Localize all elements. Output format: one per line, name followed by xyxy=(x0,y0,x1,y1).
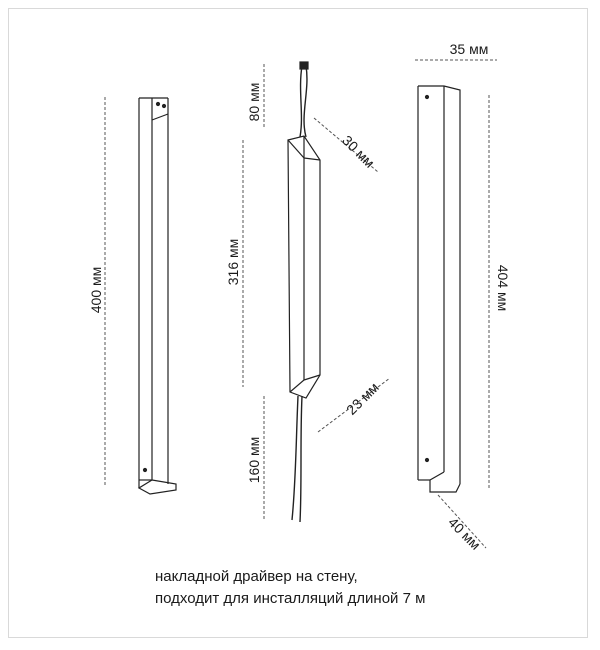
bottom-width-dimension-line xyxy=(317,377,391,433)
caption-line-2: подходит для инсталляций длиной 7 м xyxy=(155,590,426,607)
right-height-label: 404 мм xyxy=(495,265,511,312)
driver-top-width-label: 30 мм xyxy=(339,132,378,171)
cable-top-label: 80 мм xyxy=(246,83,262,122)
caption: накладной драйвер на стену, подходит для… xyxy=(155,566,425,610)
driver-unit xyxy=(242,61,391,523)
caption-line-1: накладной драйвер на стену, xyxy=(155,568,358,585)
right-top-width-label: 35 мм xyxy=(450,41,489,57)
left-profile xyxy=(104,97,177,495)
driver-length-label: 316 мм xyxy=(225,239,241,286)
drawing-frame xyxy=(8,8,588,638)
top-width-dimension-line xyxy=(313,117,379,173)
right-bottom-width-dimension-line xyxy=(437,494,487,549)
left-height-label: 400 мм xyxy=(88,267,104,314)
right-bottom-width-label: 40 мм xyxy=(445,514,484,553)
cable-bottom-label: 160 мм xyxy=(246,437,262,484)
driver-bottom-width-label: 23 мм xyxy=(343,379,382,418)
right-profile xyxy=(415,59,497,549)
